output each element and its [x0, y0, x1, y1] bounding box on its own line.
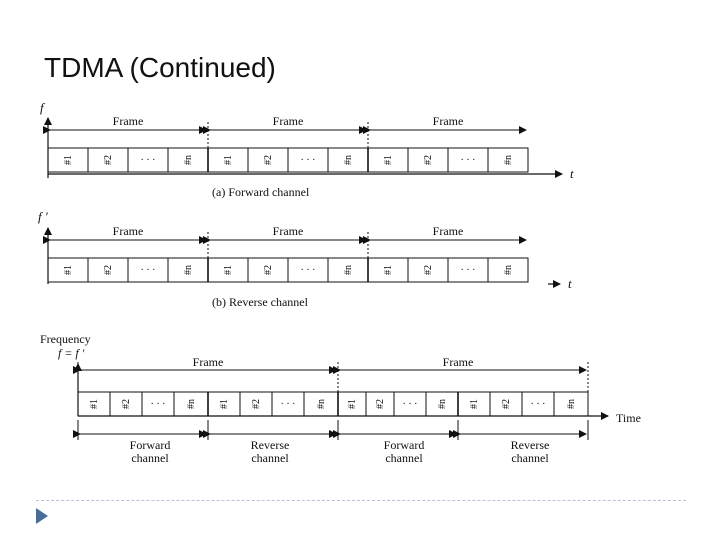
slot-label: #2 — [263, 155, 274, 165]
slot-ellipsis: · · · — [281, 399, 296, 410]
slide-title: TDMA (Continued) — [44, 52, 276, 83]
slot-label: #n — [316, 399, 327, 409]
slot-label: #n — [503, 265, 514, 275]
slot-label: #n — [343, 265, 354, 275]
footer-divider — [36, 500, 686, 501]
reverse-label: Reverse — [511, 438, 550, 452]
frame-span-2: Frame — [333, 355, 587, 374]
frame-span-3: Frame — [363, 114, 527, 134]
slot-label: #1 — [383, 265, 394, 275]
f-prime-axis-label: f ′ — [38, 209, 48, 224]
frame-label: Frame — [433, 114, 464, 128]
frame-span-1: Frame — [73, 355, 337, 374]
t-axis-label: t — [568, 276, 572, 291]
forward-label: Forward — [384, 438, 425, 452]
slot-label: #2 — [121, 399, 132, 409]
slot-ellipsis: · · · — [531, 399, 546, 410]
slot-label: #1 — [63, 155, 74, 165]
slot-label: #2 — [501, 399, 512, 409]
slot-label: #2 — [375, 399, 386, 409]
slot-strip — [77, 391, 589, 417]
reverse-caption: (b) Reverse channel — [212, 295, 309, 309]
slot-label: #1 — [63, 265, 74, 275]
frame-label: Frame — [193, 355, 224, 369]
t-axis-label: t — [570, 166, 574, 181]
frame-label: Frame — [433, 224, 464, 238]
frame-span-2: Frame — [203, 224, 367, 244]
frame-label: Frame — [273, 224, 304, 238]
channel-label: channel — [251, 451, 289, 465]
slot-label: #n — [183, 265, 194, 275]
frame-label: Frame — [443, 355, 474, 369]
slot-label: #1 — [383, 155, 394, 165]
slot-label: #2 — [103, 265, 114, 275]
frequency-label: Frequency — [40, 332, 91, 346]
channel-label: channel — [131, 451, 169, 465]
frame-span-2: Frame — [203, 114, 367, 134]
slot-label: #2 — [103, 155, 114, 165]
slot-ellipsis: · · · — [141, 155, 156, 166]
slot-label: #2 — [423, 155, 434, 165]
frame-span-1: Frame — [43, 224, 207, 244]
slot-label: #1 — [223, 155, 234, 165]
slot-ellipsis: · · · — [461, 155, 476, 166]
reverse-channel-diagram: f ′ t Frame Frame Frame #1 #2 · — [38, 209, 572, 309]
slide-nav-arrow-icon[interactable] — [36, 508, 48, 524]
slot-ellipsis: · · · — [151, 399, 166, 410]
slot-ellipsis: · · · — [301, 265, 316, 276]
slot-label: #1 — [219, 399, 230, 409]
frequency-equation: f = f ′ — [58, 346, 85, 360]
slot-label: #n — [343, 155, 354, 165]
tdd-diagram: Frequency f = f ′ Time Frame Frame #1 — [40, 332, 641, 465]
channel-label: channel — [511, 451, 549, 465]
slot-ellipsis: · · · — [403, 399, 418, 410]
f-axis-label: f — [40, 100, 46, 115]
slot-label: #2 — [263, 265, 274, 275]
frame-span-3: Frame — [363, 224, 527, 244]
frame-label: Frame — [113, 114, 144, 128]
slot-label: #n — [566, 399, 577, 409]
slot-label: #1 — [347, 399, 358, 409]
forward-channel-diagram: f t Frame Frame Frame #1 #2 — [40, 100, 574, 199]
forward-caption: (a) Forward channel — [212, 185, 310, 199]
slot-ellipsis: · · · — [141, 265, 156, 276]
slot-label: #n — [503, 155, 514, 165]
slot-label: #n — [183, 155, 194, 165]
forward-label: Forward — [130, 438, 171, 452]
slot-label: #2 — [251, 399, 262, 409]
slot-ellipsis: · · · — [461, 265, 476, 276]
slot-label: #n — [186, 399, 197, 409]
slot-label: #1 — [469, 399, 480, 409]
slot-label: #1 — [223, 265, 234, 275]
frame-label: Frame — [273, 114, 304, 128]
slot-label: #2 — [423, 265, 434, 275]
slot-label: #1 — [89, 399, 100, 409]
slot-ellipsis: · · · — [301, 155, 316, 166]
channel-label: channel — [385, 451, 423, 465]
time-label: Time — [616, 411, 641, 425]
reverse-label: Reverse — [251, 438, 290, 452]
frame-label: Frame — [113, 224, 144, 238]
frame-span-1: Frame — [43, 114, 207, 134]
slot-label: #n — [437, 399, 448, 409]
